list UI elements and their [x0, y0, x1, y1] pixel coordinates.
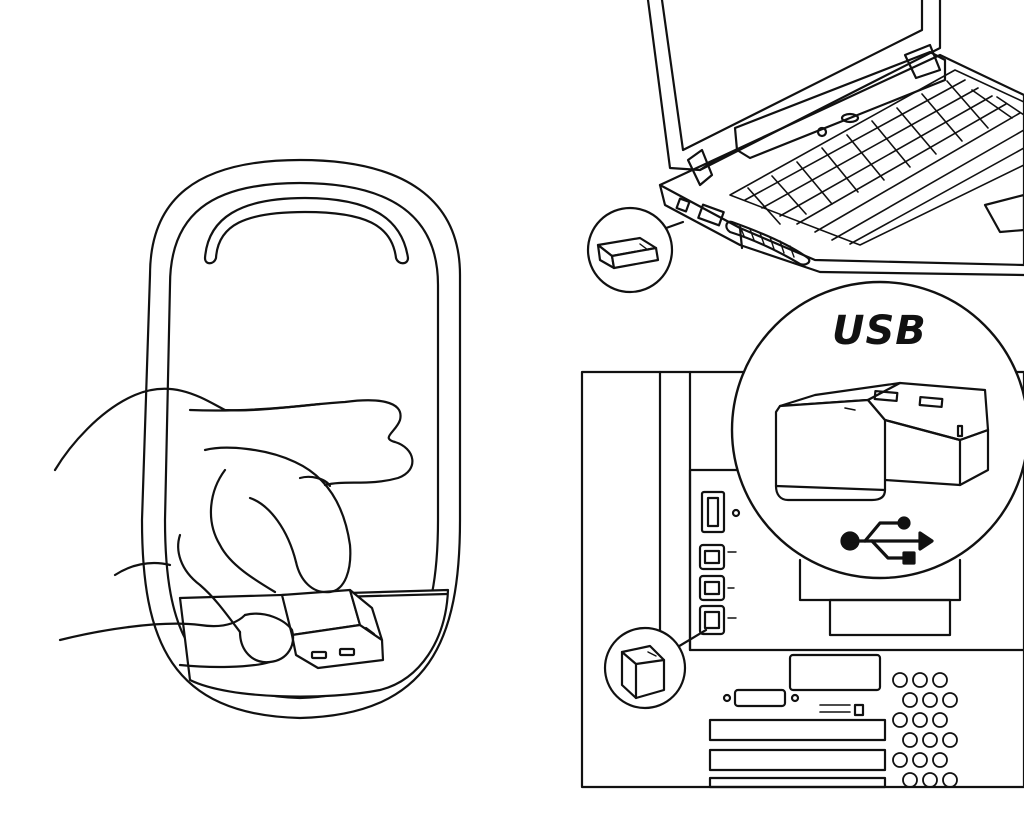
receiver-cap-front [776, 400, 885, 500]
usb-label: USB [832, 308, 927, 354]
desktop-receiver-callout [605, 628, 706, 708]
laptop-usb-port [698, 205, 723, 226]
mouse-top-slot [205, 198, 408, 263]
desktop-fan-grille [893, 673, 957, 787]
desktop-serial-port [735, 690, 785, 706]
laptop-screen-inner [662, 0, 922, 150]
laptop-receiver-callout [588, 208, 683, 292]
desktop-pci-slot-1 [710, 720, 885, 740]
desktop-pci-slot-3 [710, 778, 885, 787]
desktop-usb-port-3 [700, 606, 724, 634]
desktop-usb-port-2 [700, 576, 724, 600]
laptop-keyboard [730, 70, 1024, 245]
laptop-touchpad [985, 195, 1024, 232]
laptop [648, 0, 1024, 275]
laptop-port-small [677, 199, 690, 212]
desktop-expansion-slot [790, 655, 880, 690]
desktop-usb-port-1 [700, 545, 724, 569]
desktop-pci-slot-2 [710, 750, 885, 770]
